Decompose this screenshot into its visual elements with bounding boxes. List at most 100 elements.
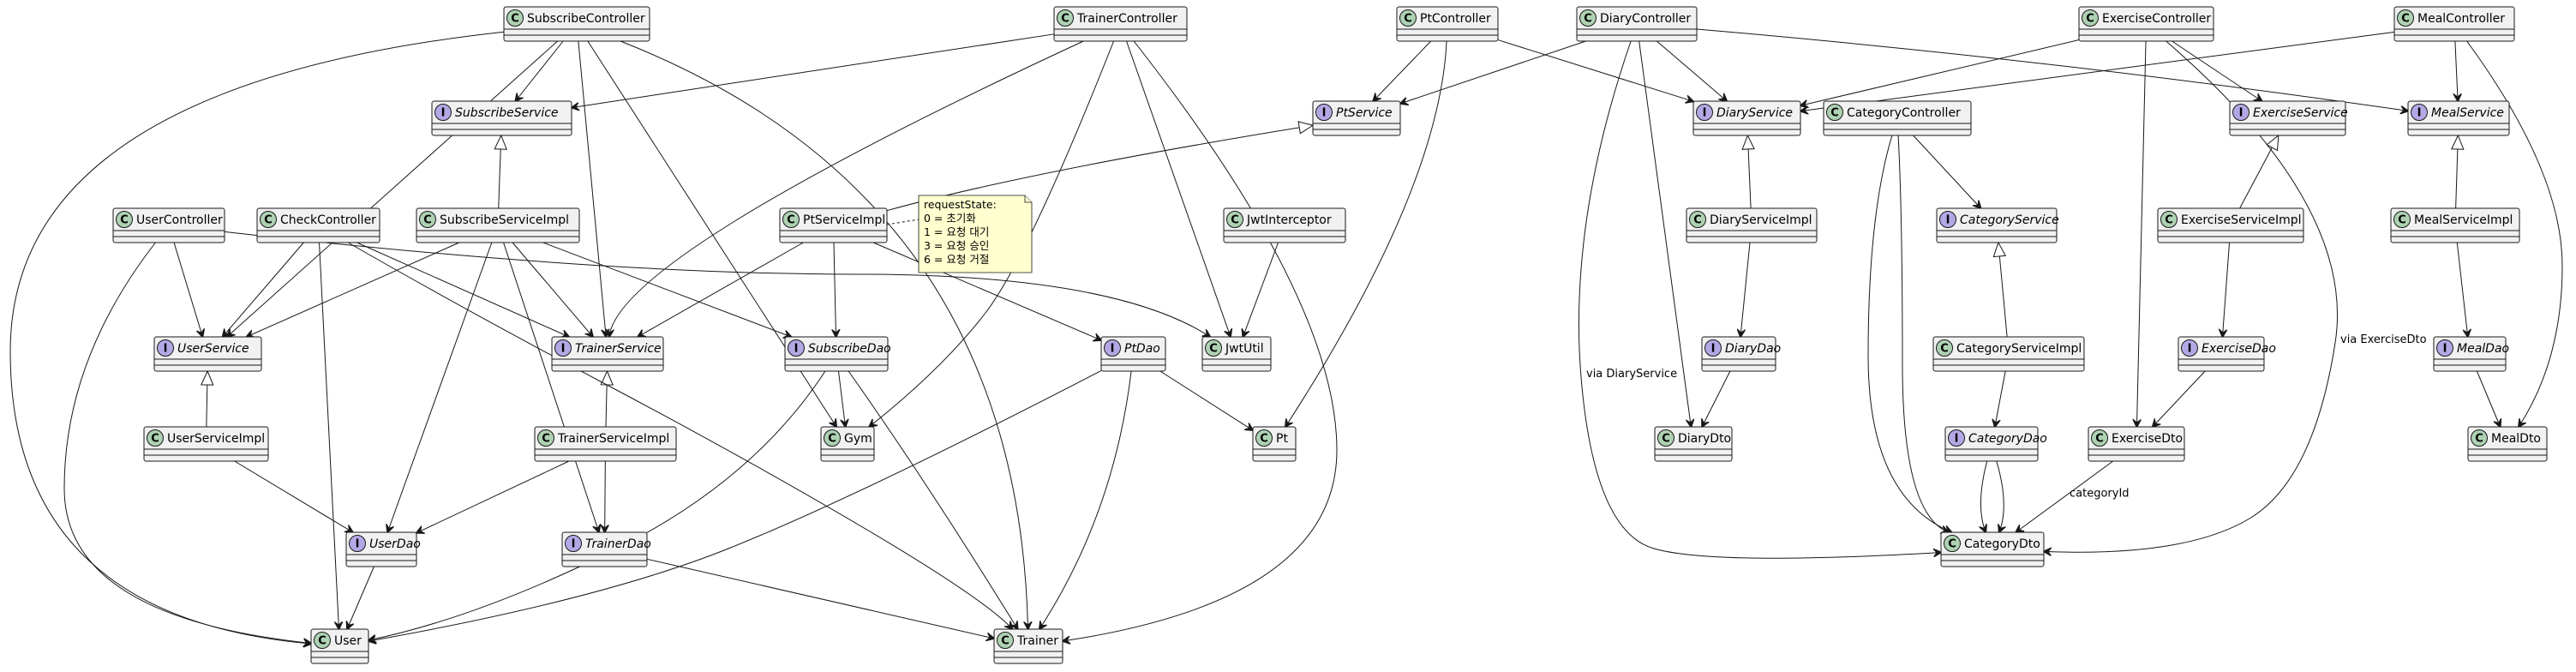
- node-box: [1312, 100, 1401, 136]
- dependency-edge: [1913, 135, 1981, 208]
- stereotype-letter: C: [1830, 107, 1839, 120]
- dependency-edge: [837, 370, 845, 427]
- node-box: [784, 336, 889, 372]
- stereotype-letter: C: [542, 433, 550, 446]
- class-icon: [1399, 9, 1417, 27]
- dependency-edge: [515, 40, 564, 101]
- dependency-edge: [416, 460, 570, 533]
- stereotype-letter: C: [264, 214, 273, 227]
- node-label: Trainer: [1016, 634, 1058, 648]
- stereotype-letter: I: [2239, 107, 2244, 120]
- node-label: ExerciseDao: [2202, 342, 2276, 356]
- dependency-edge: [356, 242, 570, 337]
- dependency-edge: [2456, 242, 2467, 337]
- node-meal-dao: I MealDao: [2433, 336, 2509, 372]
- stereotype-letter: C: [2095, 433, 2104, 446]
- node-box: [143, 426, 269, 462]
- dependency-edge: [1740, 242, 1751, 337]
- class-icon: [1255, 429, 1273, 447]
- class-icon: [419, 211, 436, 228]
- dependency-edge: [1285, 40, 1447, 427]
- node-label: CategoryServiceImpl: [1956, 342, 2082, 356]
- node-box: [2078, 6, 2214, 42]
- node-label: UserDao: [369, 537, 421, 551]
- class-icon: [506, 9, 524, 27]
- class-icon: [260, 211, 277, 228]
- node-box: [503, 6, 650, 42]
- node-label: UserController: [136, 213, 223, 227]
- dependency-edge: [1702, 370, 1731, 427]
- dependency-edge: [542, 242, 792, 337]
- stereotype-letter: I: [441, 107, 446, 120]
- realization-edge: [1998, 243, 2008, 338]
- node-label: MealDao: [2457, 342, 2509, 356]
- edge-label: via ExerciseDto: [2340, 333, 2427, 346]
- node-box: [1944, 426, 2039, 462]
- node-box: [2229, 100, 2346, 136]
- stereotype-letter: C: [151, 433, 159, 446]
- node-box: [2390, 207, 2520, 243]
- dependency-edge: [63, 242, 311, 643]
- dependency-edge: [2044, 40, 2339, 552]
- stereotype-letter: C: [787, 214, 795, 227]
- node-label: User: [334, 634, 362, 648]
- class-icon: [824, 429, 841, 447]
- class-icon: [1226, 211, 1243, 228]
- interface-icon: [2411, 104, 2428, 121]
- node-label: SubscribeController: [527, 12, 645, 26]
- stereotype-letter: C: [1231, 214, 1239, 227]
- interface-icon: [434, 104, 452, 121]
- note-fold: [1024, 195, 1032, 203]
- class-icon: [1205, 339, 1222, 357]
- node-box: [1932, 336, 2085, 372]
- note-line: requestState:: [924, 198, 997, 211]
- dependency-edge: [1126, 40, 1231, 337]
- node-label: DiaryService: [1716, 106, 1793, 120]
- class-icon: [147, 429, 164, 447]
- stereotype-letter: C: [1001, 635, 1009, 648]
- class-icon: [2471, 429, 2488, 447]
- dependency-edge: [1996, 460, 2004, 532]
- node-label: TrainerService: [575, 342, 662, 356]
- dependency-edge: [848, 370, 1017, 629]
- dependency-edge: [605, 460, 606, 532]
- node-label: Gym: [844, 432, 872, 446]
- interface-icon: [1104, 339, 1121, 357]
- stereotype-letter: C: [511, 13, 519, 26]
- stereotype-letter: C: [2401, 13, 2410, 26]
- node-box: [416, 207, 580, 243]
- node-box: [153, 336, 262, 372]
- stereotype-letter: C: [1061, 13, 1069, 26]
- interface-icon: [1948, 429, 1965, 447]
- node-box: [256, 207, 380, 243]
- realization-edge: [2239, 135, 2279, 209]
- stereotype-letter: I: [1955, 433, 1959, 446]
- note-line: 0 = 초기화: [924, 212, 976, 225]
- stereotype-letter: C: [2475, 433, 2483, 446]
- node-label: CategoryDto: [1964, 537, 2040, 551]
- dependency-edge: [319, 242, 339, 629]
- dependency-edge: [2455, 40, 2458, 101]
- class-icon: [2393, 211, 2411, 228]
- interface-icon: [157, 339, 174, 357]
- node-label: PtServiceImpl: [803, 213, 885, 227]
- stereotype-letter: C: [423, 214, 432, 227]
- node-label: MealController: [2417, 12, 2505, 26]
- dependency-edge: [872, 242, 1101, 340]
- node-trainer: C Trainer: [993, 628, 1063, 664]
- dependency-edge: [1063, 40, 1338, 641]
- stereotype-letter: I: [2443, 343, 2447, 356]
